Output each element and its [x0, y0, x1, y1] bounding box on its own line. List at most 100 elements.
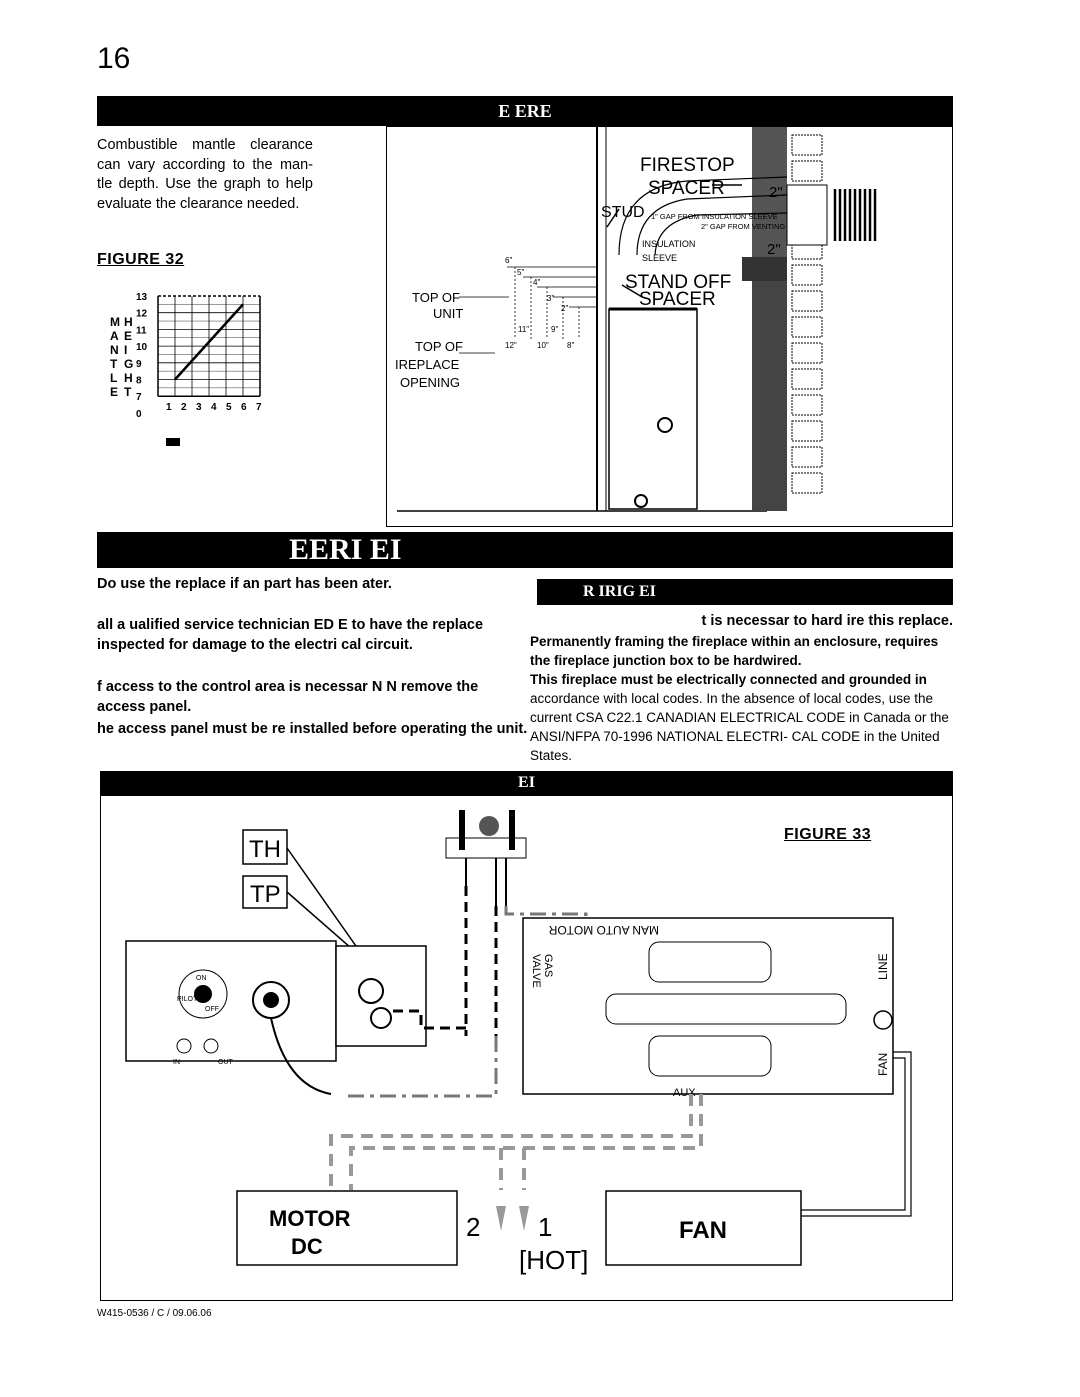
y-tick-label: 8 — [136, 376, 142, 387]
y-axis-letter: E — [110, 385, 118, 399]
brick — [791, 420, 823, 442]
y-axis-letter: N — [110, 343, 119, 357]
motor-label-line1: MOTOR — [269, 1206, 351, 1231]
y-axis-letter: E — [124, 329, 132, 343]
sleeve-label: SLEEVE — [642, 253, 677, 263]
electrical-section-header: EERI EI — [97, 532, 953, 568]
top-of-unit-line2: UNIT — [433, 306, 463, 321]
valve-on: ON — [196, 975, 207, 982]
standoff-label: STAND OFF — [625, 272, 731, 293]
dim-4: 4" — [533, 278, 540, 287]
dim-9: 9" — [551, 325, 558, 334]
top-of-opening-line1: TOP OF — [415, 339, 463, 354]
dim-5: 5" — [517, 268, 524, 277]
brick — [791, 134, 823, 156]
fan-box — [605, 1190, 802, 1266]
gas-valve-body — [125, 940, 337, 1062]
wire-1-label: 1 — [538, 1212, 552, 1242]
y-axis-letter: G — [124, 357, 133, 371]
y-axis-letter: H — [124, 315, 133, 329]
valve-in: IN — [173, 1059, 180, 1066]
hardwiring-requirement: t is necessar to hard ire this replace. — [701, 613, 953, 629]
top-of-opening-line2: IREPLACE — [395, 357, 460, 372]
x-tick-label: 2 — [181, 402, 187, 413]
motor-box — [236, 1190, 458, 1266]
vent-pipe — [833, 189, 877, 241]
gap-note-2: 2" GAP FROM VENTING — [701, 222, 785, 231]
fan-terminal-label: FAN — [876, 1053, 890, 1076]
x-tick-label: 3 — [196, 402, 202, 413]
dim-11: 11" — [518, 325, 529, 334]
gap-note-1: 1" GAP FROM INSULATION SLEEVE — [651, 212, 778, 221]
x-tick-label: 4 — [211, 402, 217, 413]
dim-2: 2" — [561, 304, 568, 313]
mantle-clearance-intro: Combustible mantle clearance can vary ac… — [97, 137, 313, 212]
axis-caption-mark — [166, 438, 180, 446]
hardwiring-enclosure-note: Permanently framing the fireplace within… — [530, 634, 939, 668]
brick — [791, 394, 823, 416]
y-axis-letter: H — [124, 371, 133, 385]
brick — [791, 342, 823, 364]
clearance-series — [174, 303, 244, 381]
series-line — [174, 303, 244, 381]
hardwiring-code-note: accordance with local codes. In the abse… — [530, 691, 949, 763]
valve-pilot: PILOT — [177, 996, 198, 1003]
chart-grid — [157, 295, 261, 397]
valve-out: OUT — [218, 1059, 234, 1066]
valve-off: OFF — [205, 1006, 219, 1013]
wiring-diagram: FIGURE 33 TH TP ON OFF PILOT IN OUT — [100, 795, 953, 1301]
tp-terminal — [242, 875, 288, 909]
y-tick-label: 12 — [136, 309, 148, 320]
stud-label: STUD — [601, 204, 645, 221]
x-tick-label: 5 — [226, 402, 232, 413]
warning-reinstall-panel: he access panel must be re installed bef… — [97, 721, 528, 737]
tp-label: TP — [250, 881, 281, 908]
x-tick-label: 1 — [166, 402, 172, 413]
brick — [791, 290, 823, 312]
mode-labels: MAN AUTO MOTOR — [548, 923, 659, 937]
clearance-diagram: FIRESTOP SPACER 2" STUD 1" GAP FROM INSU… — [386, 126, 953, 527]
spacer-label: SPACER — [648, 178, 725, 199]
brick — [791, 264, 823, 286]
x-tick-label: 6 — [241, 402, 247, 413]
firestop-label: FIRESTOP — [640, 155, 735, 176]
brick — [791, 160, 823, 182]
y-tick-label: 0 — [136, 409, 142, 420]
dim-3: 3" — [547, 294, 554, 303]
warning-water-damage: Do use the replace if an part has been a… — [97, 576, 392, 592]
gas-valve-line1: GAS — [542, 954, 554, 977]
dim-8: 8" — [567, 341, 574, 350]
clearance-section-header: E ERE — [97, 96, 953, 126]
th-label: TH — [249, 836, 281, 863]
line-label: LINE — [876, 953, 890, 980]
dim-6: 6" — [505, 256, 512, 265]
dim-12: 12" — [505, 341, 517, 350]
y-tick-label: 13 — [136, 292, 148, 303]
fan-label: FAN — [679, 1217, 727, 1244]
dim-10: 10" — [537, 341, 549, 350]
y-axis-letter: L — [110, 371, 117, 385]
sleeve-dimension: 2" — [767, 241, 781, 258]
x-tick-label: 7 — [256, 402, 262, 413]
y-tick-label: 10 — [136, 342, 148, 353]
y-axis-letter: M — [110, 315, 120, 329]
gas-valve-line2: VALVE — [530, 954, 542, 988]
spacer-dimension: 2" — [769, 184, 783, 201]
hardwiring-grounding-note: This fireplace must be electrically conn… — [530, 672, 927, 687]
y-axis-letter: A — [110, 329, 119, 343]
insulation-label: INSULATION — [642, 239, 695, 249]
standoff-spacer-label: SPACER — [639, 289, 716, 310]
y-tick-label: 7 — [136, 392, 142, 403]
hardwiring-section-header: R IRIG EI — [537, 579, 953, 605]
document-footer: W415-0536 / C / 09.06.06 — [97, 1308, 212, 1319]
top-of-unit-line1: TOP OF — [412, 290, 460, 305]
y-axis-letter: I — [124, 343, 127, 357]
y-axis-letter: T — [110, 357, 118, 371]
wiring-section-header: EI — [100, 771, 953, 795]
y-axis-letter: T — [124, 385, 132, 399]
hot-label: [HOT] — [519, 1245, 588, 1275]
